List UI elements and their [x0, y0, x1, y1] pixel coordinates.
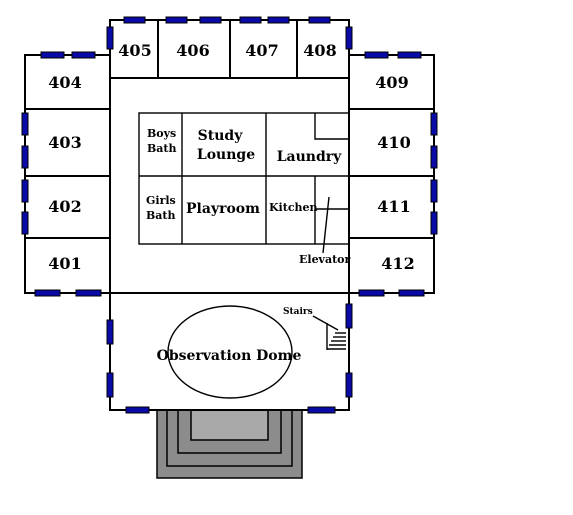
window — [21, 179, 29, 203]
window — [199, 16, 222, 24]
room-410-label: 410 — [377, 133, 410, 152]
window — [75, 289, 102, 297]
laundry-notch — [314, 113, 349, 140]
room-403-label: 403 — [48, 133, 81, 152]
window — [398, 289, 425, 297]
elevator-pointer — [322, 196, 330, 254]
room-409-label: 409 — [375, 73, 408, 92]
kitchen-label: Kitchen — [269, 201, 318, 214]
room-405-label: 405 — [118, 41, 151, 60]
laundry-label: Laundry — [277, 149, 342, 165]
window — [165, 16, 188, 24]
windows — [21, 16, 438, 414]
window — [308, 16, 331, 24]
window — [345, 303, 353, 329]
center-labels: Boys Bath Study Lounge Laundry Girls Bat… — [146, 127, 342, 222]
central-block-outline — [138, 112, 350, 245]
window — [307, 406, 336, 414]
room-412-label: 412 — [381, 254, 414, 273]
study-lounge-label-line2: Lounge — [197, 147, 255, 163]
observation-dome-ellipse — [167, 305, 293, 399]
window — [40, 51, 65, 59]
stairs-label: Stairs — [283, 307, 313, 317]
window — [430, 211, 438, 235]
window — [21, 112, 29, 136]
window — [21, 211, 29, 235]
room-dividers — [25, 20, 434, 239]
room-401-label: 401 — [48, 254, 81, 273]
boys-bath-label-line2: Bath — [147, 142, 177, 155]
window — [430, 112, 438, 136]
window — [106, 319, 114, 345]
window — [345, 26, 353, 50]
room-402-label: 402 — [48, 197, 81, 216]
observation-dome-label: Observation Dome — [157, 348, 302, 364]
playroom-label: Playroom — [186, 201, 260, 217]
window — [106, 26, 114, 50]
window — [364, 51, 389, 59]
window — [397, 51, 422, 59]
window — [430, 179, 438, 203]
girls-bath-label-line1: Girls — [146, 194, 176, 207]
window — [106, 372, 114, 398]
stairs-pointer — [312, 315, 339, 331]
room-404-label: 404 — [48, 73, 81, 92]
window — [125, 406, 150, 414]
window — [34, 289, 61, 297]
girls-bath-label-line2: Bath — [146, 209, 176, 222]
elevator-label: Elevator — [299, 253, 350, 266]
window — [358, 289, 385, 297]
dome-section-wall — [109, 293, 350, 411]
window — [267, 16, 290, 24]
entry-platform — [156, 409, 303, 479]
window — [430, 145, 438, 169]
room-411-label: 411 — [377, 197, 410, 216]
room-406-label: 406 — [176, 41, 209, 60]
boys-bath-label-line1: Boys — [147, 127, 176, 140]
central-block — [138, 112, 350, 254]
stairs — [312, 315, 346, 350]
window — [71, 51, 96, 59]
room-407-label: 407 — [245, 41, 278, 60]
window — [123, 16, 146, 24]
room-408-label: 408 — [303, 41, 336, 60]
platform-step-4 — [190, 409, 269, 441]
window — [239, 16, 262, 24]
window — [345, 372, 353, 398]
study-lounge-label-line1: Study — [198, 128, 244, 144]
room-labels: 405 406 407 408 404 403 402 401 409 410 … — [48, 41, 414, 273]
window — [21, 145, 29, 169]
